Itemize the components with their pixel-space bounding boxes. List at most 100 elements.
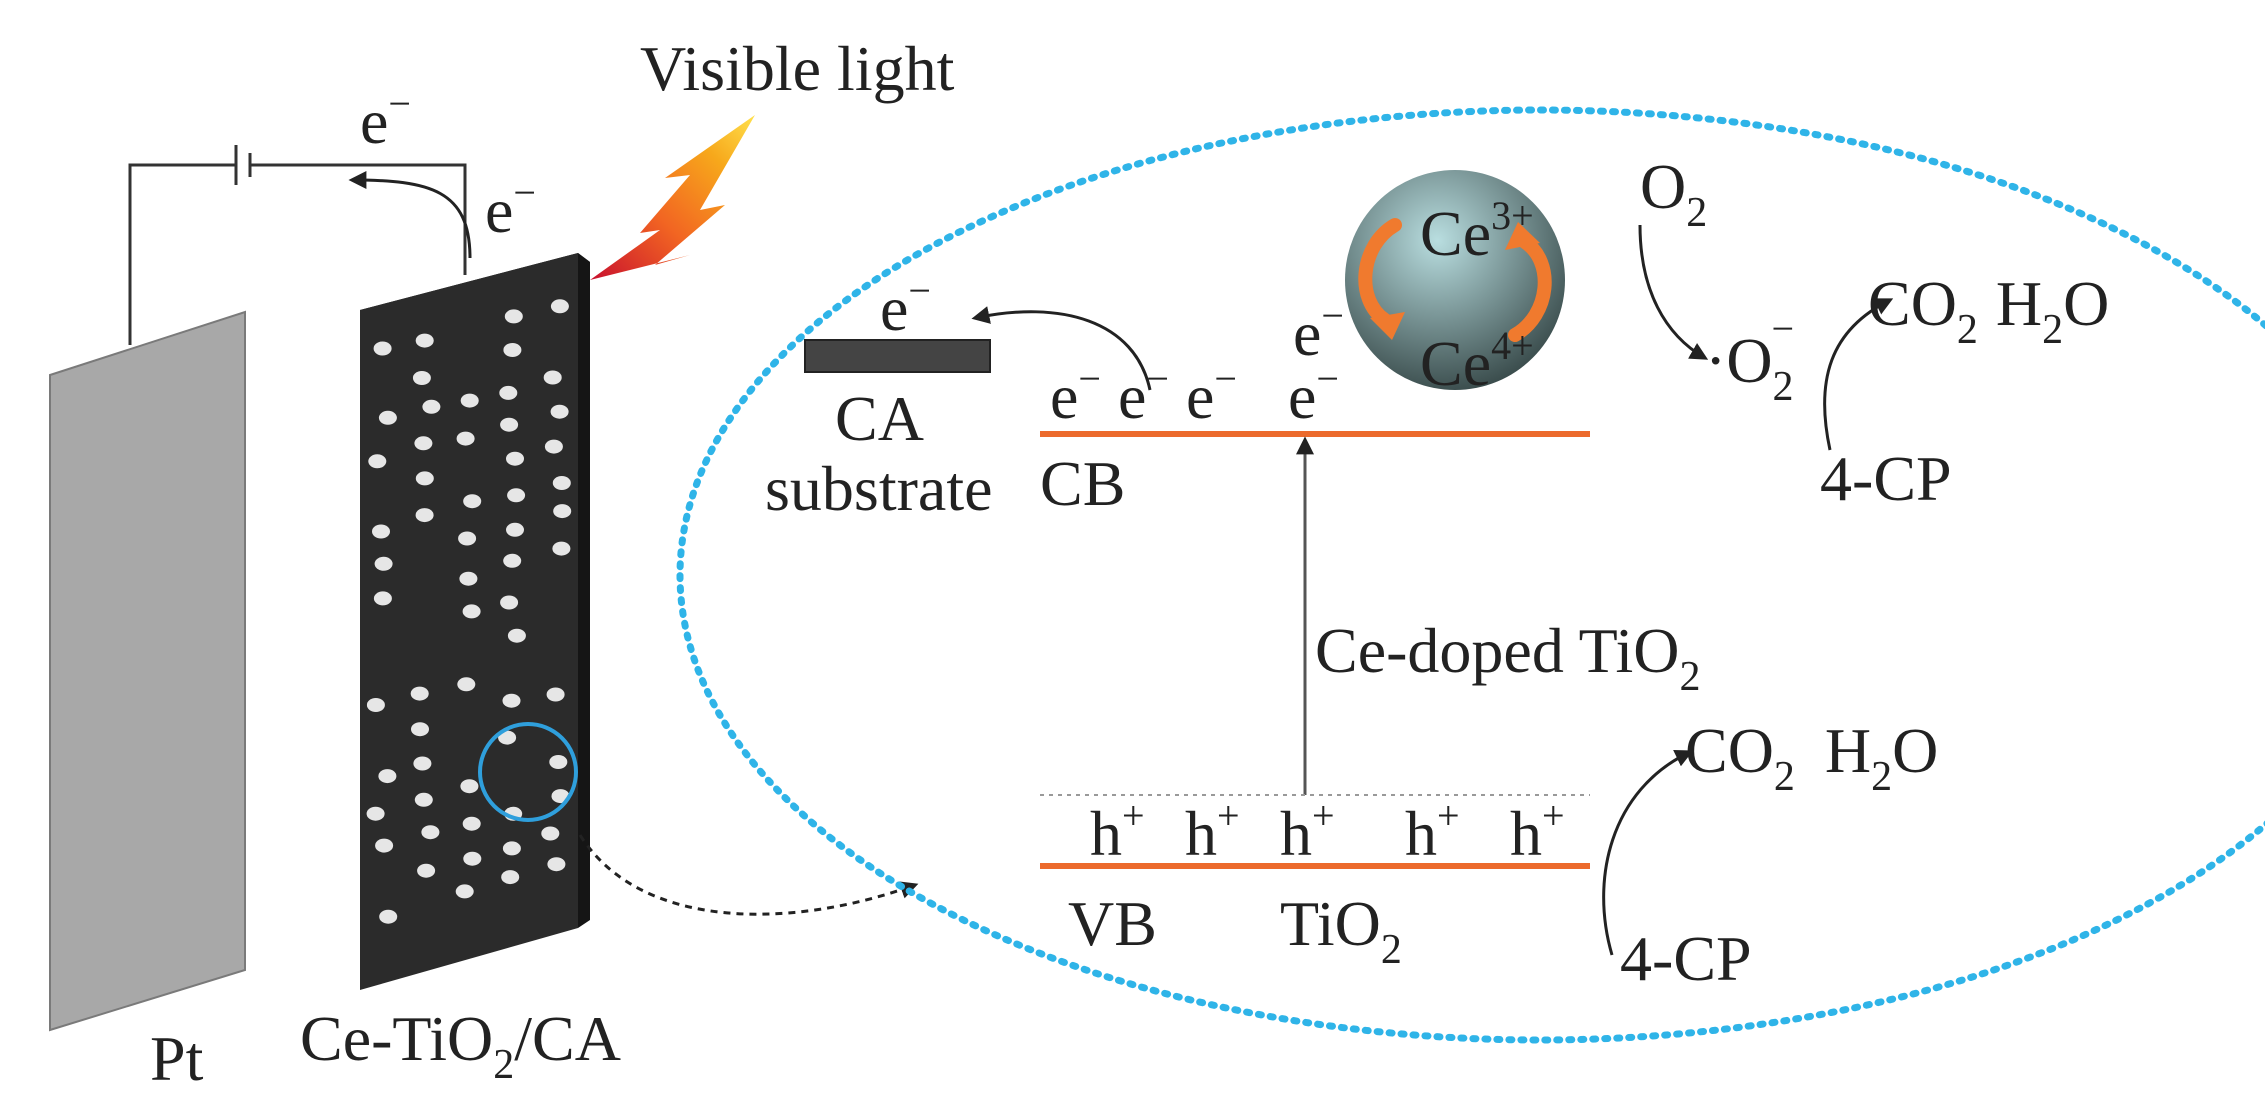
hole-2: h+ xyxy=(1185,793,1240,869)
catalyst-particle xyxy=(421,825,440,840)
catalyst-particle xyxy=(373,341,392,356)
catalyst-particle xyxy=(415,333,434,348)
catalyst-particle xyxy=(417,863,436,878)
catalyst-particle xyxy=(553,504,572,519)
catalyst-particle xyxy=(375,838,394,853)
pt-electrode-label: Pt xyxy=(150,1023,204,1094)
catalyst-particle xyxy=(378,769,397,784)
catalyst-particle xyxy=(415,508,434,523)
catalyst-particle xyxy=(462,604,481,619)
substrate-label-line2: substrate xyxy=(765,453,993,524)
hole-1: h+ xyxy=(1090,793,1145,869)
catalyst-particle xyxy=(499,385,518,400)
catalyst-particle xyxy=(458,531,477,546)
cb-label: CB xyxy=(1040,448,1125,519)
catalyst-particle xyxy=(500,595,519,610)
catalyst-particle xyxy=(460,393,479,408)
substrate-electron: e− xyxy=(880,268,931,344)
dopant-label: Ce-doped TiO2 xyxy=(1315,615,1701,700)
catalyst-particle xyxy=(462,816,481,831)
catalyst-particle xyxy=(410,686,429,701)
host-label: TiO2 xyxy=(1280,888,1402,973)
catalyst-particle xyxy=(506,451,524,466)
catalyst-particle xyxy=(379,909,398,924)
catalyst-particle xyxy=(552,476,571,490)
ce4-ion: Ce4+ xyxy=(1420,323,1534,399)
hole-5: h+ xyxy=(1510,793,1565,869)
ce3-ion: Ce3+ xyxy=(1420,193,1534,269)
catalyst-particle xyxy=(504,309,523,324)
catalyst-particle xyxy=(498,730,517,745)
external-circuit xyxy=(128,145,467,345)
catalyst-particle xyxy=(368,454,387,469)
vb-label: VB xyxy=(1068,888,1157,959)
catalyst-particle xyxy=(541,826,560,841)
cb-electron-4: e− xyxy=(1288,356,1339,432)
catalyst-particle xyxy=(552,541,571,556)
hole-4: h+ xyxy=(1405,793,1460,869)
pt-counter-electrode xyxy=(49,310,246,1032)
catalyst-particle xyxy=(547,857,566,872)
catalyst-particle xyxy=(456,431,475,446)
catalyst-particle xyxy=(502,693,521,708)
catalyst-particle xyxy=(373,591,392,606)
electron-flow-arrow xyxy=(348,171,472,259)
catalyst-particle xyxy=(550,299,569,314)
electron-label-top: e− xyxy=(360,81,411,157)
catalyst-particle xyxy=(374,556,393,571)
catalyst-particle xyxy=(460,779,479,794)
oxygen-reduction-arrow xyxy=(1638,224,1709,360)
excited-electron: e− xyxy=(1293,293,1344,369)
oxygen-label: O2 xyxy=(1640,151,1707,236)
catalyst-particle xyxy=(372,524,390,539)
cycle-arrowhead-right xyxy=(1505,222,1540,250)
catalyst-particle xyxy=(414,792,433,807)
zoom-connector-arrow xyxy=(578,834,919,916)
catalyst-particle xyxy=(544,439,563,454)
cb-electron-1: e− xyxy=(1050,356,1101,432)
catalyst-particle xyxy=(503,343,522,357)
catalyst-particle xyxy=(366,698,385,712)
catalyst-particle xyxy=(546,687,565,702)
reactant-bottom: 4-CP xyxy=(1620,923,1752,994)
catalyst-particle xyxy=(413,756,432,771)
lightning-bolt-icon xyxy=(590,115,755,280)
catalyst-particle xyxy=(457,677,476,692)
catalyst-particle xyxy=(459,571,478,586)
catalyst-particle xyxy=(549,755,568,769)
catalyst-particle xyxy=(463,851,482,866)
cycle-arrowhead-left xyxy=(1370,312,1405,340)
catalyst-particle xyxy=(366,806,385,821)
catalyst-particle xyxy=(543,370,562,385)
reactant-top: 4-CP xyxy=(1820,443,1952,514)
catalyst-particle xyxy=(502,841,521,856)
cb-electron-2: e− xyxy=(1118,356,1169,432)
zoom-ellipse xyxy=(676,106,2265,1044)
working-electrode-label: Ce-TiO2/CA xyxy=(300,1003,621,1088)
catalyst-particle xyxy=(550,404,569,419)
superoxide-label: ·O2− xyxy=(1705,306,1794,410)
working-electrode xyxy=(360,253,578,990)
catalyst-particle xyxy=(415,471,434,486)
electron-label-side: e− xyxy=(485,170,536,246)
catalyst-particle xyxy=(507,628,526,643)
catalyst-particle xyxy=(378,410,397,425)
catalyst-particle xyxy=(422,399,441,414)
catalyst-particle xyxy=(501,870,520,885)
catalyst-particles xyxy=(366,299,572,924)
visible-light-label: Visible light xyxy=(640,33,955,104)
catalyst-particle xyxy=(455,884,474,899)
catalyst-particle xyxy=(507,488,526,503)
catalyst-particle xyxy=(506,522,524,537)
catalyst-particle xyxy=(463,494,482,509)
degradation-arrow-top xyxy=(1823,298,1894,451)
catalyst-particle xyxy=(414,436,433,451)
catalyst-particle xyxy=(411,722,429,737)
electron-transfer-arrow xyxy=(971,306,1152,391)
catalyst-particle xyxy=(500,417,519,432)
catalyst-particle xyxy=(412,371,431,385)
ca-substrate-bar xyxy=(804,339,991,373)
